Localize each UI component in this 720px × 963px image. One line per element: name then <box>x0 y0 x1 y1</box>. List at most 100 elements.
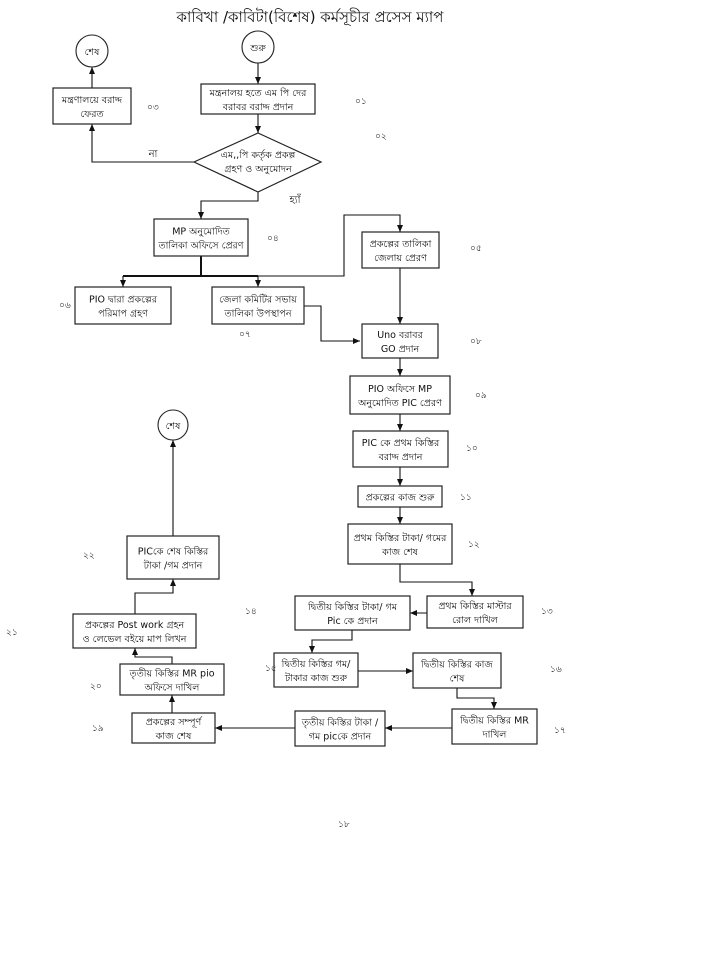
step-number: ১৩ <box>541 607 553 617</box>
step-box <box>119 663 225 696</box>
step-box <box>426 595 524 629</box>
step-box <box>451 708 538 745</box>
step-label-line2: অনুমোদিত PIC প্রেরণ <box>357 397 443 409</box>
step-s10: PIC কে প্রথম কিস্তিরবরাদ্দ প্রদান১০ <box>352 430 478 468</box>
step-label-line2: বরাদ্দ প্রদান <box>378 452 424 463</box>
step-label-line1: প্রথম কিস্তির মাস্টার <box>438 599 512 612</box>
step-label-line1: তৃতীয় কিস্তির টাকা / <box>301 716 379 729</box>
edge-s14-to-s15 <box>309 630 353 653</box>
step-label-line2: টাকা /গম প্রদান <box>143 559 204 572</box>
step-label-line1: প্রকল্পের সম্পূর্ণ <box>146 716 203 728</box>
step-label-line1: মন্ত্রণালয়ে বরাদ্দ <box>61 95 123 106</box>
terminal-start: শুরু <box>241 30 275 64</box>
step-number: ০৫ <box>470 244 482 254</box>
step-label-line2: পরিমাপ গ্রহণ <box>98 308 149 320</box>
step-label-line1: Uno বরাবর <box>377 330 423 341</box>
step-label-line2: গম picকে প্রদান <box>309 732 373 743</box>
step-label-line2: কাজ শেষ <box>381 547 418 558</box>
step-s15: দ্বিতীয় কিস্তির গম/টাকার কাজ শুরু ১৫ <box>265 652 359 688</box>
step-label-line2: দাখিল <box>482 729 508 741</box>
step-number: ২০ <box>90 682 102 692</box>
decision-line1: এম,,পি কর্তৃক প্রকল্প <box>221 149 297 161</box>
terminal-end-bottom-label: শেষ <box>166 421 181 432</box>
step-number: ০১ <box>355 97 367 107</box>
step-s18: তৃতীয় কিস্তির টাকা / গম picকে প্রদান ১৮ <box>294 710 386 830</box>
step-label-line1: দ্বিতীয় কিস্তির গম/ <box>281 657 351 670</box>
step-s16: দ্বিতীয় কিস্তির কাজশেষ১৬ <box>412 652 562 689</box>
edge-s12-to-s13 <box>399 564 475 596</box>
step-label-line1: PIO দ্বারা প্রকল্পের <box>89 295 158 306</box>
step-box <box>412 652 502 689</box>
step-number: ১৯ <box>92 724 104 734</box>
edge-decision-yes-to-s04 <box>198 192 259 219</box>
edge-s07-to-s08 <box>304 305 360 344</box>
step-label-line2: রোল দাখিল <box>452 614 499 626</box>
decision-no-label: না <box>148 149 159 160</box>
terminal-end-top: শেষ <box>75 34 109 68</box>
edge-s21-to-s22 <box>134 579 176 614</box>
step-label-line1: PICকে শেষ কিস্তির <box>138 546 209 558</box>
edge-decision-no-to-s03 <box>89 124 194 163</box>
step-label-line2: বরাবর বরাদ্দ প্রদান <box>222 102 295 113</box>
step-number: ০৪ <box>267 234 279 244</box>
step-box <box>357 485 443 508</box>
step-box <box>352 430 449 468</box>
step-label-line2: টাকার কাজ শুরু <box>284 671 348 684</box>
step-box <box>200 83 316 115</box>
step-box <box>74 286 172 325</box>
step-label-line2: অফিসে দাখিল <box>144 682 201 694</box>
step-label-line1: PIO অফিসে MP <box>368 383 432 395</box>
step-box <box>131 712 216 744</box>
step-box <box>211 286 305 325</box>
step-label-line2: Pic কে প্রদান <box>327 616 379 627</box>
step-label-line2: কাজ শেষ <box>155 731 192 742</box>
step-box <box>294 595 411 631</box>
decision-line2: গ্রহণ ও অনুমোদন <box>224 164 293 175</box>
step-s02: ০২ <box>375 132 387 142</box>
edge-s20-to-s21 <box>132 648 173 664</box>
step-number: ২২ <box>83 551 95 561</box>
step-s14: দ্বিতীয় কিস্তির টাকা/ গম Pic কে প্রদান ১৪ <box>245 595 411 631</box>
step-number: ০৩ <box>147 103 159 113</box>
step-box <box>361 323 439 359</box>
step-s04: MP অনুমোদিত তালিকা অফিসে প্রেরণ ০৪ <box>153 218 279 257</box>
step-label-line2: শেষ <box>450 674 465 685</box>
step-label-line2: ফেরত <box>80 109 104 120</box>
step-number: ১৫ <box>265 664 277 674</box>
step-s12: প্রথম কিস্তির টাকা/ গমেরকাজ শেষ১২ <box>347 523 480 565</box>
step-number: ১৪ <box>245 607 257 617</box>
step-s11: প্রকল্পের কাজ শুরু১১ <box>357 485 472 508</box>
step-box <box>361 231 440 269</box>
step-label-line1: প্রথম কিস্তির টাকা/ গমের <box>354 531 448 544</box>
step-label-line1: জেলা কমিটির সভায় <box>219 293 298 306</box>
step-s19: প্রকল্পের সম্পূর্ণ কাজ শেষ ১৯ <box>92 712 216 744</box>
terminal-end-top-label: শেষ <box>85 47 100 58</box>
process-steps: মন্ত্রনালয় হতে এম পি দেরবরাবর বরাদ্দ প্… <box>6 83 566 830</box>
step-label-line1: দ্বিতীয় কিস্তির টাকা/ গম <box>307 600 398 613</box>
step-box <box>72 613 197 649</box>
step-number: ০২ <box>375 132 387 142</box>
step-label-line1: তৃতীয় কিস্তির MR pio <box>128 667 214 680</box>
step-number: ১৮ <box>338 820 350 830</box>
step-number: ২১ <box>6 628 18 638</box>
step-box <box>153 218 249 257</box>
step-box <box>273 652 359 688</box>
connectors <box>89 63 497 731</box>
step-s20: তৃতীয় কিস্তির MR pio অফিসে দাখিল ২০ <box>90 663 225 696</box>
page-title: কাবিখা /কাবিটা(বিশেষ) কর্মসূচীর প্রসেস ম… <box>176 8 444 26</box>
step-number: ০৭ <box>239 330 251 340</box>
terminal-start-label: শুরু <box>249 43 266 54</box>
edge-s04-split <box>123 256 202 277</box>
step-label-line1: MP অনুমোদিত <box>172 226 230 238</box>
step-box <box>349 375 451 415</box>
decision-yes-label: হ্যাঁ <box>288 193 301 206</box>
step-label-line2: GO প্রদান <box>381 344 421 355</box>
step-number: ১১ <box>460 493 472 503</box>
step-label-line2: তালিকা অফিসে প্রেরণ <box>157 240 244 252</box>
step-label-line2: জেলায় প্রেরণ <box>374 253 428 264</box>
decision-mp-approval: এম,,পি কর্তৃক প্রকল্প গ্রহণ ও অনুমোদন না… <box>148 132 323 206</box>
step-box <box>126 535 220 580</box>
